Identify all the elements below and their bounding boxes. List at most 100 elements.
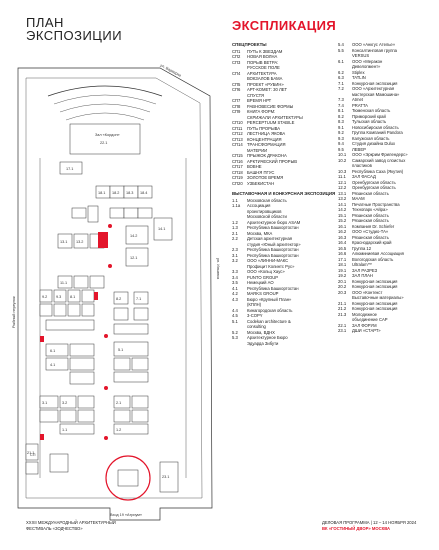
plan-shape — [25, 443, 39, 461]
list-item-number: СП13 — [232, 136, 243, 142]
list-item-number: 4.4 — [232, 307, 238, 313]
list-item-label: Краснодарский край — [352, 240, 392, 245]
explication-title: ЭКСПЛИКАЦИЯ — [232, 18, 337, 33]
list-item-number: СП1 — [232, 48, 241, 54]
list-item-label: ПУТЬ ПРОРЫВА — [247, 125, 281, 131]
list-item-label: ООО «Архитектурная — [352, 86, 395, 91]
plan-shape — [104, 436, 108, 440]
list-item-number: СП14 — [232, 142, 243, 147]
list-item-number: 15.1 — [338, 212, 347, 218]
list-item-number: 1.3 — [232, 225, 238, 230]
plan-shape — [39, 303, 53, 317]
list-item-number — [232, 341, 247, 347]
list-item-number: 1.1а — [232, 203, 241, 208]
list-item-label: PUNTO GROUP — [247, 274, 279, 280]
list-item: объединение САР — [338, 317, 432, 323]
list-item: (КПЛН) — [232, 302, 340, 308]
list-item-label: Сodekan architecture & — [247, 318, 291, 324]
booth-label: 2.1 — [116, 401, 121, 405]
booth-label: 21.1 — [27, 451, 34, 455]
list-item-label: МААМ — [352, 196, 365, 201]
list-item-number: 8.3 — [338, 119, 344, 124]
list-item: СП13 КОНЦЕНТРАЦИЯ — [232, 137, 340, 143]
list-item-label: Конкурсная экспозиция — [352, 80, 398, 86]
plan-shape — [73, 233, 89, 249]
list-item-label: БАШНЯ ПГУС — [247, 169, 275, 175]
list-item-label: КОНЦЕНТРАЦИЯ — [247, 136, 282, 142]
list-item-label: Московская область — [247, 197, 287, 203]
list-item-number: 14.1 — [338, 201, 347, 207]
list-item-number: 16.5 — [338, 245, 347, 251]
list-item-label: Республика Башкортостан — [247, 252, 299, 258]
booth-label: 18.2 — [112, 191, 119, 195]
list-item: пластиков — [338, 163, 432, 169]
list-item-label: Калужская область — [352, 135, 390, 141]
booth-label: 6.1 — [50, 349, 55, 353]
list-item-label: ВОКЗАЛОВ БАМА — [247, 76, 283, 81]
plan-shape — [40, 434, 44, 440]
list-item-label: пластиков — [352, 163, 372, 168]
list-item-number: СП6 — [232, 87, 241, 92]
plan-shape — [65, 112, 145, 121]
list-item-label: ЗОЛОТОЕ ВРЕМЯ — [247, 175, 284, 180]
plan-shape — [69, 371, 95, 385]
list-item-number: 21.3 — [338, 311, 347, 317]
list-item-number: СП17 — [232, 164, 243, 169]
list-item-label: ПУТЬ К ЗВЕЗДАМ — [247, 48, 283, 54]
list-item-number: 7.2 — [338, 86, 344, 91]
plan-shape — [113, 357, 131, 371]
plan-shape — [40, 336, 44, 342]
list-item-label: АРКТИЧЕСКИЙ ПРОРЫВ — [247, 158, 298, 164]
plan-shape — [53, 289, 67, 303]
list-item-number: СП8 — [232, 103, 241, 109]
list-item-label: СПУСТЯ — [247, 92, 265, 98]
list-item-number: 9.1 — [338, 124, 344, 130]
list-item-label: VERSUS — [352, 53, 370, 58]
list-item-label: Печатные Пространства — [352, 201, 400, 207]
booth-label: 14.2 — [130, 234, 137, 238]
footer-festival-line1: XXXII МЕЖДУНАРОДНЫЙ АРХИТЕКТУРНЫЙ — [26, 520, 116, 525]
list-item-label: Группа 12 — [352, 245, 372, 251]
list-item-label: Архитектурное Бюро — [247, 335, 288, 340]
inner-wall — [25, 77, 203, 499]
list-item-number: 3.2 — [232, 258, 238, 263]
list-item-label: Тульская область — [352, 119, 387, 124]
booth-label: 18.4 — [140, 191, 147, 195]
plan-shape — [73, 275, 89, 289]
list-item-number: 10.3 — [338, 168, 347, 174]
list-item: РУССКОЕ ПОЛЕ — [232, 65, 340, 71]
list-item-label: PRATTA — [352, 102, 368, 108]
footer-festival: XXXII МЕЖДУНАРОДНЫЙ АРХИТЕКТУРНЫЙ ФЕСТИВ… — [26, 520, 116, 531]
list-item-number: 22.1 — [338, 322, 347, 328]
list-item-number: 21.1 — [338, 300, 347, 306]
list-item-label: ПРЫЖОК ДРАКОНА — [247, 153, 287, 158]
list-item-number: 11.1 — [338, 174, 346, 179]
booth-label: 13.1 — [60, 240, 67, 244]
list-item-number: 14.2 — [338, 207, 347, 212]
plan-shape — [104, 386, 108, 390]
entrance-dome — [105, 455, 151, 501]
list-item-number: 7.4 — [338, 102, 344, 108]
list-item-number: 5.5 — [338, 47, 344, 53]
